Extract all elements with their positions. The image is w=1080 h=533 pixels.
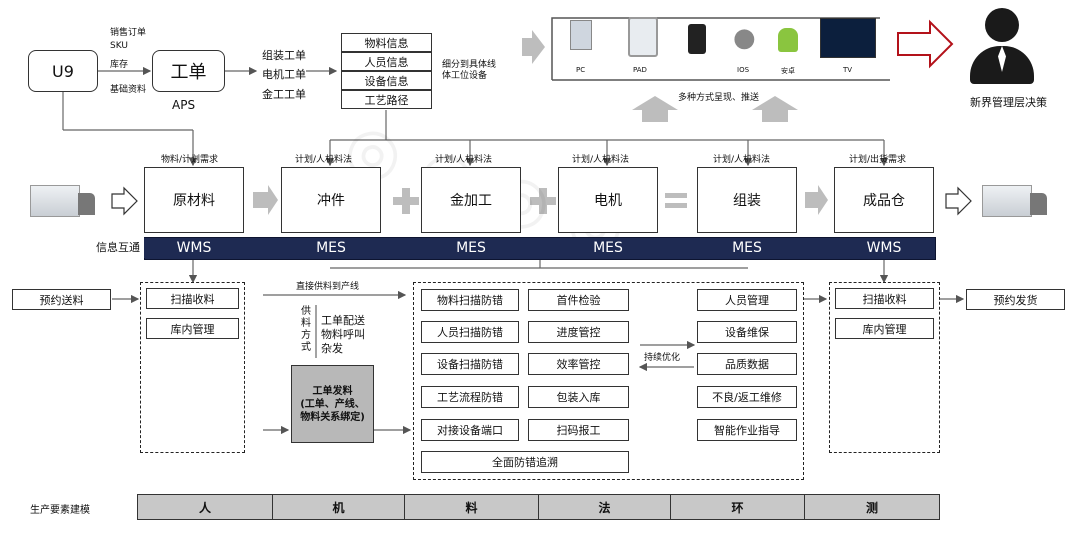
tablet-icon — [628, 17, 658, 57]
stage-metal-processing: 金加工 — [421, 167, 521, 233]
input-basic-data: 基础资料 — [110, 85, 147, 95]
work-order-issue-box: 工单发料 (工单、产线、 物料关系绑定) — [291, 365, 374, 443]
factor-method: 法 — [538, 494, 671, 520]
right-wms-group — [829, 282, 940, 453]
aps-label: APS — [172, 98, 196, 112]
device-label-tv: TV — [843, 66, 853, 74]
mes-device-port: 对接设备端口 — [421, 419, 519, 441]
mes-personnel-scan: 人员扫描防错 — [421, 321, 519, 343]
stage-raw-material: 原材料 — [144, 167, 244, 233]
truck-out-icon — [982, 185, 1032, 217]
manager-label: 新界管理层决策 — [970, 96, 1047, 109]
factor-machine: 机 — [272, 494, 405, 520]
input-inventory: 库存 — [110, 60, 129, 70]
order-type-motor: 电机工单 — [262, 68, 306, 81]
mes-scan-report: 扫码报工 — [528, 419, 629, 441]
factor-measurement: 测 — [804, 494, 940, 520]
mes-efficiency-control: 效率管控 — [528, 353, 629, 375]
truck-in-icon — [30, 185, 80, 217]
system-bar — [144, 237, 936, 260]
truck-out-cab-icon — [1030, 193, 1047, 215]
device-label-pc: PC — [576, 66, 586, 74]
tv-icon — [820, 18, 876, 58]
order-type-metal: 金工工单 — [262, 88, 306, 101]
detail-note: 细分到具体线体工位设备 — [442, 60, 497, 81]
info-equipment: 设备信息 — [341, 71, 432, 90]
supply-mode-label: 供料方式 — [301, 306, 311, 353]
demand-assembly: 计划/人机料法 — [713, 155, 771, 165]
mes-material-scan: 物料扫描防错 — [421, 289, 519, 311]
direct-supply-note: 直接供料到产线 — [296, 282, 360, 292]
device-label-ios: IOS — [737, 66, 750, 74]
reserve-shipment-box: 预约发货 — [966, 289, 1065, 310]
system-mes-1: MES — [281, 238, 381, 258]
push-note: 多种方式呈现、推送 — [678, 93, 760, 103]
issue-line-3: 物料关系绑定) — [300, 411, 365, 423]
device-label-pad: PAD — [633, 66, 647, 74]
mes-equipment-maintenance: 设备维保 — [697, 321, 797, 343]
system-mes-3: MES — [558, 238, 658, 258]
info-material: 物料信息 — [341, 33, 432, 52]
phone-icon — [688, 24, 706, 54]
apple-icon: ● — [733, 23, 756, 53]
factor-material: 料 — [404, 494, 539, 520]
device-label-android: 安卓 — [781, 67, 795, 75]
mes-defect-rework: 不良/返工维修 — [697, 386, 797, 408]
mes-equipment-scan: 设备扫描防错 — [421, 353, 519, 375]
left-wms-group — [140, 282, 245, 453]
issue-title: 工单发料 — [312, 385, 353, 397]
input-sales-order: 销售订单 — [110, 28, 147, 38]
input-sku: SKU — [110, 41, 128, 51]
info-personnel: 人员信息 — [341, 52, 432, 71]
pc-icon — [570, 20, 592, 50]
supply-mode-misc: 杂发 — [321, 342, 343, 355]
demand-stamping: 计划/人机料法 — [295, 155, 353, 165]
stage-stamping: 冲件 — [281, 167, 381, 233]
mes-process-check: 工艺流程防错 — [421, 386, 519, 408]
info-process-route: 工艺路径 — [341, 90, 432, 109]
supply-mode-order: 工单配送 — [321, 314, 365, 327]
system-wms-left: WMS — [144, 238, 244, 258]
factor-model-label: 生产要素建模 — [30, 505, 90, 516]
mes-group — [413, 282, 804, 480]
demand-motor: 计划/人机料法 — [572, 155, 630, 165]
u9-box: U9 — [28, 50, 98, 92]
truck-in-cab-icon — [78, 193, 95, 215]
system-wms-right: WMS — [834, 238, 934, 258]
work-order-box: 工单 — [152, 50, 225, 92]
right-warehouse-mgmt: 库内管理 — [835, 318, 934, 339]
mes-first-article: 首件检验 — [528, 289, 629, 311]
demand-finished: 计划/出货需求 — [849, 155, 907, 165]
factor-environment: 环 — [670, 494, 805, 520]
reserve-delivery-box: 预约送料 — [12, 289, 111, 310]
tie-icon — [998, 46, 1006, 72]
mes-quality-data: 品质数据 — [697, 353, 797, 375]
mes-progress-control: 进度管控 — [528, 321, 629, 343]
left-warehouse-mgmt: 库内管理 — [146, 318, 239, 339]
issue-line-2: (工单、产线、 — [300, 398, 365, 410]
demand-raw: 物料/计划需求 — [161, 155, 219, 165]
order-type-assembly: 组装工单 — [262, 49, 306, 62]
supply-mode-call: 物料呼叫 — [321, 328, 365, 341]
right-scan-receive: 扫描收料 — [835, 288, 934, 309]
continuous-optimize: 持续优化 — [644, 353, 681, 363]
stage-finished-warehouse: 成品仓 — [834, 167, 934, 233]
mes-smart-guidance: 智能作业指导 — [697, 419, 797, 441]
left-scan-receive: 扫描收料 — [146, 288, 239, 309]
demand-metal: 计划/人机料法 — [435, 155, 493, 165]
stage-motor: 电机 — [558, 167, 658, 233]
info-share-label: 信息互通 — [96, 241, 140, 254]
mes-personnel-mgmt: 人员管理 — [697, 289, 797, 311]
android-icon — [778, 28, 798, 52]
mes-full-traceability: 全面防错追溯 — [421, 451, 629, 473]
system-mes-2: MES — [421, 238, 521, 258]
system-mes-4: MES — [697, 238, 797, 258]
manager-head-icon — [985, 8, 1019, 42]
mes-packaging: 包装入库 — [528, 386, 629, 408]
stage-assembly: 组装 — [697, 167, 797, 233]
factor-people: 人 — [137, 494, 273, 520]
